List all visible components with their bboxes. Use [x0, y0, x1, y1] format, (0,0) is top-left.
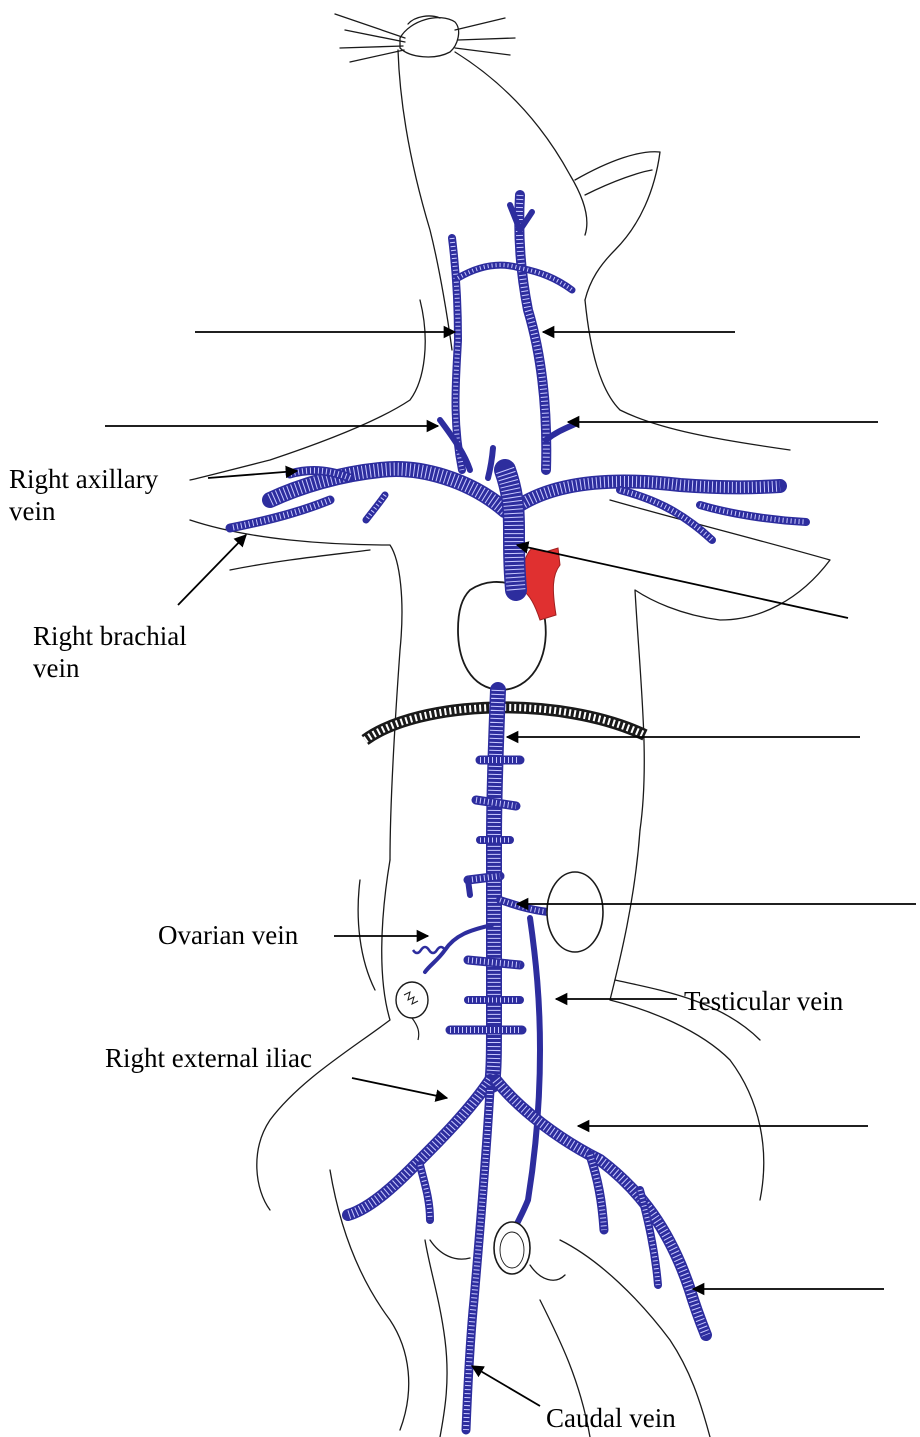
label-right-brachial-vein: Right brachial vein: [33, 620, 187, 684]
right-small-branch-vein-shape: [488, 448, 493, 478]
blank-leader-5: [517, 545, 848, 618]
ovary: [396, 982, 428, 1018]
caudal-vein-vein-shape: [466, 1090, 490, 1430]
label-right-axillary-vein: Right axillary vein: [9, 463, 158, 527]
label-ovarian-vein: Ovarian vein: [158, 919, 298, 951]
kidney-left: [547, 872, 603, 952]
label-right-brachial-line1: Right brachial: [33, 620, 187, 652]
external-iliac-leader: [352, 1078, 447, 1098]
caudal-leader: [472, 1366, 540, 1406]
label-right-axillary-line2: vein: [9, 495, 158, 527]
label-caudal-vein: Caudal vein: [546, 1402, 676, 1434]
left-external-jugular-vein-shape: [519, 195, 546, 470]
label-right-brachial-line2: vein: [33, 652, 187, 684]
label-right-axillary-line1: Right axillary: [9, 463, 158, 495]
testis: [494, 1222, 530, 1274]
label-right-external-iliac: Right external iliac: [105, 1042, 312, 1074]
common-iliac-right-vein-shape: [348, 1080, 490, 1215]
right-brachial-leader: [178, 535, 246, 605]
ovarian-vein-coil: [413, 947, 445, 953]
renal-right-vein-shape: [468, 880, 470, 895]
label-testicular-vein: Testicular vein: [684, 985, 843, 1017]
